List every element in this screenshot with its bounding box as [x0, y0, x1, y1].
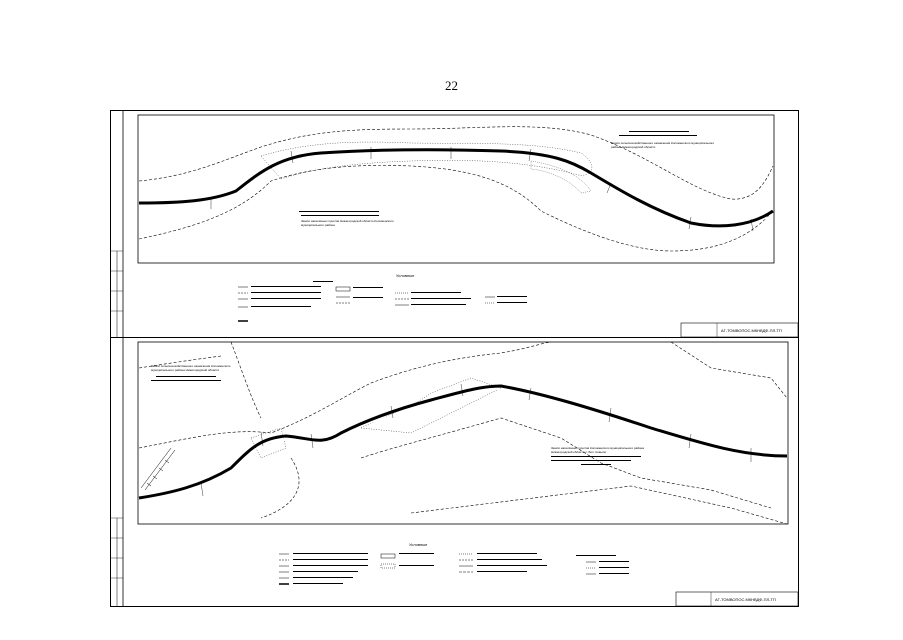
zone-label: Земли населённых пунктов Коломенского му…: [551, 446, 645, 454]
legend-heading: Условные: [396, 273, 415, 278]
legend-top: [238, 286, 495, 322]
title-block-code: АГ-ТОМВОПОС.МКНВДФ-ПЛ-ТП: [721, 328, 782, 333]
drawing-sheet-top: АГ-ТОМВОПОС.МКНВДФ-ПЛ-ТП Условные Земли …: [110, 110, 799, 338]
route-plan-map-bottom: [111, 338, 798, 606]
route-plan-map-top: [111, 111, 798, 337]
map-labels: [299, 131, 697, 216]
legend-heading: Условные: [409, 542, 428, 547]
page-number: 22: [445, 78, 458, 93]
zone-label: Земли сельскохозяйственного назначения К…: [611, 141, 715, 149]
title-block-code: АГ-ТОМВОПОС.МКНВДФ-ПЛ-ТП: [715, 597, 776, 602]
zone-label: Земли сельскохозяйственного назначения К…: [151, 364, 231, 372]
legend-bottom: [279, 553, 596, 585]
zone-label: Земли населённых пунктов Нижегородской о…: [301, 219, 394, 227]
drawing-sheet-bottom: АГ-ТОМВОПОС.МКНВДФ-ПЛ-ТП Условные Земли …: [110, 337, 799, 607]
